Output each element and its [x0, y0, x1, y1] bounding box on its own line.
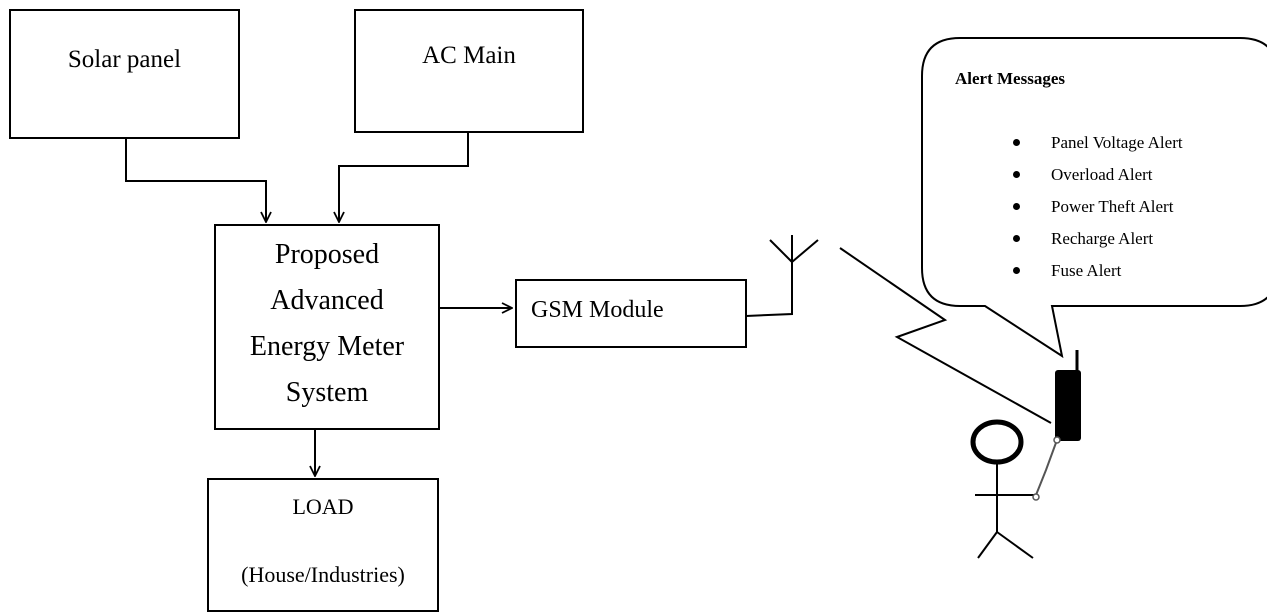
alert-item: Recharge Alert [1001, 223, 1183, 255]
load-title: LOAD [292, 494, 354, 519]
ac-main-box: AC Main [354, 9, 584, 133]
energy-meter-line-4: System [285, 377, 369, 408]
ac-main-label: AC Main [422, 42, 516, 69]
gsm-module-label: GSM Module [531, 297, 664, 323]
alert-messages-title: Alert Messages [955, 69, 1065, 88]
lightning-signal-icon [839, 247, 1052, 424]
solar-panel-label: Solar panel [67, 46, 182, 73]
alert-item: Overload Alert [1001, 159, 1183, 191]
alert-item: Fuse Alert [1001, 255, 1183, 287]
alert-list: Panel Voltage Alert Overload Alert Power… [1001, 127, 1183, 287]
load-subtitle: (House/Industries) [241, 562, 405, 587]
alert-item: Power Theft Alert [1001, 191, 1183, 223]
energy-meter-line-1: Proposed [274, 239, 380, 270]
solar-to-meter-connector [125, 138, 266, 222]
antenna-icon [769, 235, 819, 263]
gsm-module-box: GSM Module [515, 279, 747, 348]
load-box: LOAD (House/Industries) [207, 478, 439, 612]
alert-item: Panel Voltage Alert [1001, 127, 1183, 159]
mobile-phone-icon [1055, 350, 1081, 441]
gsm-to-antenna-wire [745, 262, 793, 317]
energy-meter-line-3: Energy Meter [249, 331, 405, 362]
energy-meter-line-2: Advanced [270, 285, 384, 316]
alert-callout-bubble [921, 37, 1267, 359]
stick-figure-icon [970, 419, 1061, 559]
energy-meter-box: Proposed Advanced Energy Meter System [214, 224, 440, 430]
solar-panel-box: Solar panel [9, 9, 240, 139]
ac-to-meter-connector [339, 132, 469, 222]
